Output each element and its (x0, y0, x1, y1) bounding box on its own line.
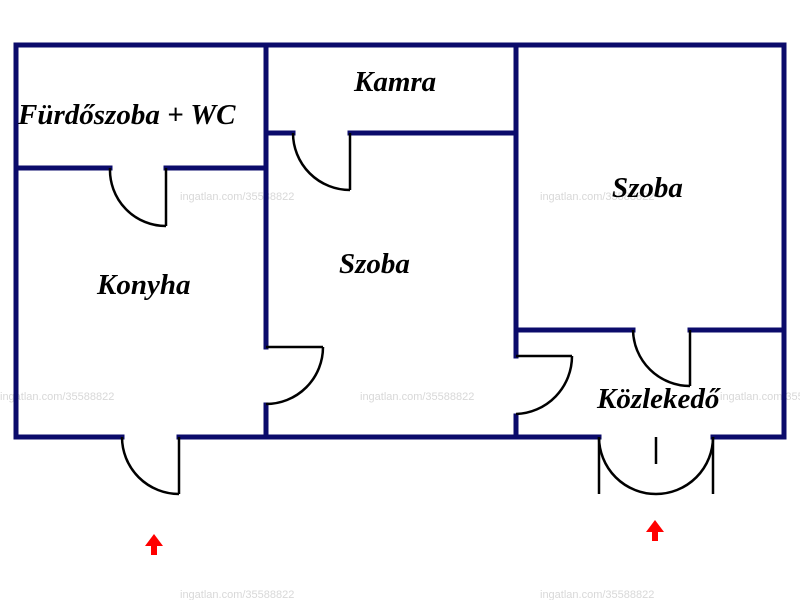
door-entrance-right[interactable] (597, 436, 715, 496)
label-room-right: Szoba (612, 172, 683, 204)
watermark: ingatlan.com/35588822 (540, 191, 654, 203)
door-bathroom[interactable] (108, 167, 168, 228)
door-right-room[interactable] (631, 329, 692, 388)
watermark: ingatlan.com/35588822 (180, 191, 294, 203)
entrance-arrows (145, 520, 664, 555)
watermark: ingatlan.com/35588822 (180, 589, 294, 600)
label-kitchen: Konyha (96, 269, 190, 301)
entrance-arrow-icon (145, 534, 163, 555)
watermark: ingatlan.com/35588822 (720, 391, 800, 403)
label-bathroom: Fürdőszoba + WC (17, 99, 236, 131)
watermark: ingatlan.com/35588822 (360, 391, 474, 403)
entrance-arrow-icon (646, 520, 664, 541)
label-room-middle: Szoba (339, 248, 410, 280)
walls (13, 42, 787, 440)
door-entrance-left[interactable] (120, 436, 181, 496)
door-kitchen-room[interactable] (265, 345, 325, 406)
label-pantry: Kamra (353, 66, 436, 98)
room-labels: Fürdőszoba + WC Kamra Konyha Szoba Szoba… (17, 66, 721, 415)
label-hallway: Közlekedő (596, 383, 721, 415)
doors (108, 132, 715, 496)
door-pantry[interactable] (291, 132, 352, 192)
watermarks: ingatlan.com/35588822 ingatlan.com/35588… (0, 191, 800, 600)
watermark: ingatlan.com/35588822 (0, 391, 114, 403)
door-room-hallway[interactable] (515, 354, 574, 416)
watermark: ingatlan.com/35588822 (540, 589, 654, 600)
